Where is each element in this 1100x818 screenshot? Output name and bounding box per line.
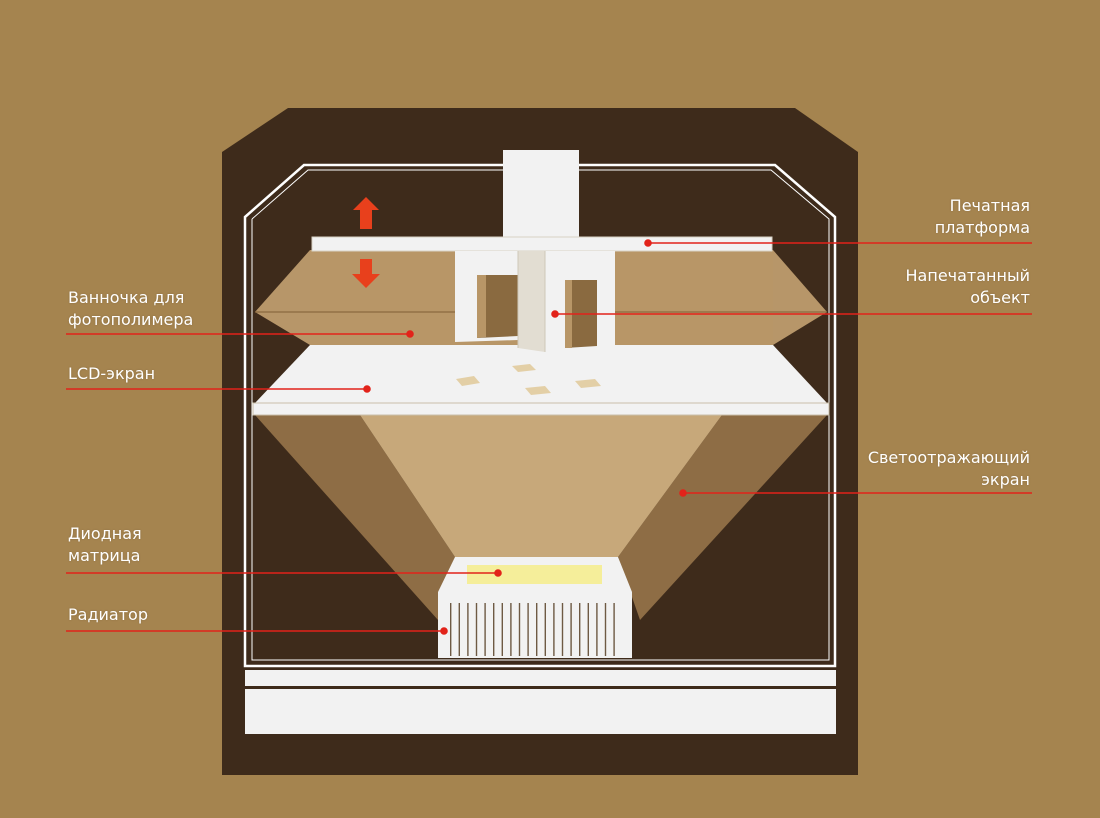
pointer-diode-matrix bbox=[66, 569, 502, 577]
label-diode-matrix-line-1: Диодная bbox=[68, 524, 142, 543]
label-resin-vat: Ванночка для фотополимера bbox=[68, 287, 193, 331]
radiator-fin bbox=[561, 603, 564, 656]
pointer-resin-vat bbox=[66, 330, 414, 338]
printer-chamber-outline bbox=[243, 163, 837, 668]
arrow-down-icon bbox=[352, 259, 380, 288]
radiator-fin bbox=[587, 603, 589, 656]
exposure-patches bbox=[456, 364, 601, 395]
arrow-up-icon bbox=[353, 197, 379, 229]
pointer-printed-object bbox=[551, 310, 1032, 318]
lcd-screen-surface bbox=[255, 345, 827, 403]
label-lcd-screen-line-1: LCD-экран bbox=[68, 364, 156, 383]
reflective-screen-right bbox=[618, 415, 827, 620]
radiator-fin bbox=[596, 603, 598, 656]
label-reflective-screen-line-2: экран bbox=[981, 470, 1030, 489]
label-lcd-screen: LCD-экран bbox=[68, 363, 155, 385]
label-print-platform-line-1: Печатная bbox=[949, 196, 1030, 215]
radiator-fins bbox=[450, 603, 615, 656]
label-printed-object-line-1: Напечатанный bbox=[905, 266, 1030, 285]
lcd-screen-edge bbox=[252, 402, 830, 416]
label-reflective-screen: Светоотражающий экран bbox=[868, 447, 1030, 491]
radiator-fin bbox=[527, 603, 529, 656]
print-platform bbox=[311, 236, 773, 252]
label-diode-matrix-line-2: матрица bbox=[68, 546, 141, 565]
radiator-fin bbox=[501, 603, 503, 656]
label-print-platform-line-2: платформа bbox=[934, 218, 1030, 237]
radiator-fin bbox=[518, 603, 521, 656]
label-radiator: Радиатор bbox=[68, 604, 148, 626]
printer-base-top bbox=[245, 670, 836, 686]
radiator-fin bbox=[553, 603, 555, 656]
diode-matrix-glow bbox=[467, 565, 602, 584]
radiator-fin bbox=[458, 603, 460, 656]
build-post bbox=[503, 150, 579, 237]
label-printed-object-line-2: объект bbox=[970, 288, 1030, 307]
pointer-lines bbox=[66, 239, 1032, 635]
label-radiator-line-1: Радиатор bbox=[68, 605, 148, 624]
label-print-platform: Печатная платформа bbox=[935, 195, 1030, 239]
pointer-print-platform bbox=[644, 239, 1032, 247]
radiator-fin bbox=[570, 603, 572, 656]
resin-vat-left-wall bbox=[255, 250, 310, 345]
radiator-fin bbox=[475, 603, 478, 656]
radiator-fin bbox=[467, 603, 469, 656]
radiator-fin bbox=[484, 603, 486, 656]
radiator-fin bbox=[613, 603, 615, 656]
radiator-fin bbox=[604, 603, 607, 656]
pointer-radiator bbox=[66, 627, 448, 635]
radiator-fin bbox=[544, 603, 546, 656]
radiator-body bbox=[438, 592, 632, 658]
reflective-screen-left bbox=[255, 415, 455, 620]
radiator-fin bbox=[536, 603, 538, 656]
pointer-lcd-screen bbox=[66, 385, 371, 393]
radiator-fin bbox=[579, 603, 581, 656]
label-resin-vat-line-1: Ванночка для bbox=[68, 288, 185, 307]
pointer-reflective-screen bbox=[679, 489, 1032, 497]
printed-object bbox=[455, 251, 615, 352]
label-reflective-screen-line-1: Светоотражающий bbox=[867, 448, 1030, 467]
resin-vat-right-wall bbox=[773, 250, 827, 345]
radiator-fin bbox=[450, 603, 452, 656]
radiator-fin bbox=[493, 603, 495, 656]
radiator-fin bbox=[510, 603, 512, 656]
label-diode-matrix: Диодная матрица bbox=[68, 523, 142, 567]
light-cone bbox=[360, 415, 722, 557]
printer-base-front bbox=[245, 689, 836, 734]
label-resin-vat-line-2: фотополимера bbox=[68, 310, 194, 329]
printer-chamber-inner-line bbox=[251, 169, 830, 661]
label-printed-object: Напечатанный объект bbox=[906, 265, 1030, 309]
